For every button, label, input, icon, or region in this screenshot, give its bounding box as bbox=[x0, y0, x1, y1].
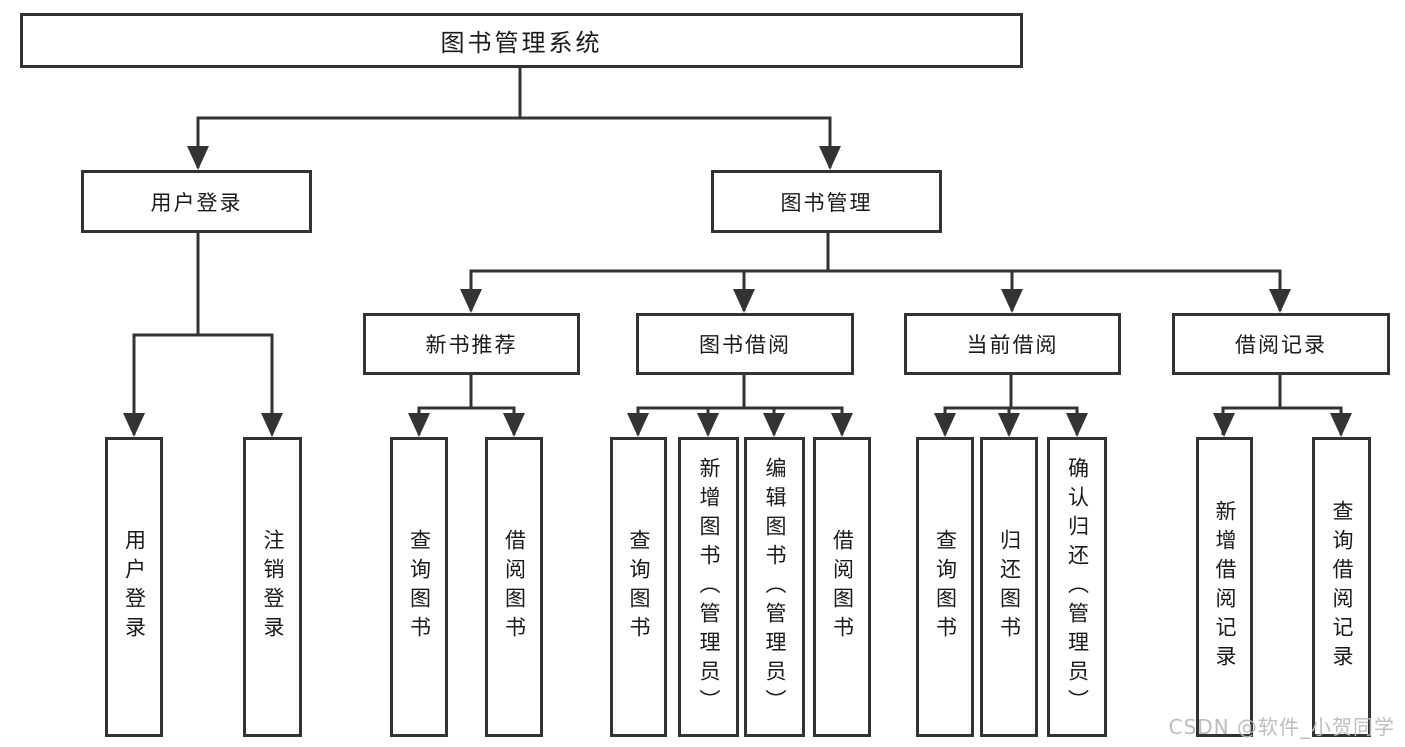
node-book-borrow: 图书借阅 bbox=[636, 313, 854, 375]
node-new-book-recommend-label: 新书推荐 bbox=[425, 333, 518, 357]
node-logout: 注销登录 bbox=[243, 437, 302, 737]
node-query-book-borrow-label: 查询图书 bbox=[627, 529, 651, 645]
tree-branch-lines bbox=[132, 68, 1343, 435]
node-user-login-leaf: 用户登录 bbox=[105, 437, 163, 737]
node-borrow-records-label: 借阅记录 bbox=[1235, 333, 1327, 357]
node-add-borrow-record-label: 新增借阅记录 bbox=[1213, 500, 1237, 674]
node-query-book-current-label: 查询图书 bbox=[933, 529, 958, 645]
node-book-management: 图书管理 bbox=[711, 170, 942, 233]
node-add-book-admin-label: 新增图书（管理员） bbox=[697, 456, 721, 718]
node-query-book-current: 查询图书 bbox=[916, 437, 974, 737]
node-borrow-book: 借阅图书 bbox=[813, 437, 871, 737]
node-book-borrow-label: 图书借阅 bbox=[699, 333, 791, 357]
node-confirm-return-admin: 确认归还（管理员） bbox=[1047, 437, 1107, 737]
node-add-book-admin: 新增图书（管理员） bbox=[678, 437, 739, 737]
node-return-book: 归还图书 bbox=[980, 437, 1038, 737]
arrow-down-icons bbox=[123, 146, 1352, 437]
node-borrow-book-label: 借阅图书 bbox=[830, 529, 855, 645]
node-root: 图书管理系统 bbox=[20, 13, 1023, 68]
node-query-borrow-record: 查询借阅记录 bbox=[1312, 437, 1371, 737]
node-borrow-records: 借阅记录 bbox=[1172, 313, 1390, 375]
node-new-book-recommend: 新书推荐 bbox=[363, 313, 580, 375]
node-edit-book-admin: 编辑图书（管理员） bbox=[744, 437, 805, 737]
node-query-book-borrow: 查询图书 bbox=[610, 437, 667, 737]
node-logout-label: 注销登录 bbox=[261, 529, 285, 645]
node-user-login: 用户登录 bbox=[81, 170, 312, 233]
node-user-login-label: 用户登录 bbox=[150, 190, 243, 215]
node-confirm-return-admin-label: 确认归还（管理员） bbox=[1065, 456, 1090, 718]
node-current-borrow-label: 当前借阅 bbox=[966, 333, 1059, 357]
node-borrow-book-recommend-label: 借阅图书 bbox=[502, 529, 527, 645]
node-query-borrow-record-label: 查询借阅记录 bbox=[1330, 500, 1354, 674]
node-query-book-recommend-label: 查询图书 bbox=[407, 529, 432, 645]
watermark: CSDN @软件_小贺同学 bbox=[1168, 715, 1395, 739]
node-edit-book-admin-label: 编辑图书（管理员） bbox=[763, 456, 787, 718]
node-add-borrow-record: 新增借阅记录 bbox=[1196, 437, 1253, 737]
node-query-book-recommend: 查询图书 bbox=[390, 437, 448, 737]
node-borrow-book-recommend: 借阅图书 bbox=[485, 437, 543, 737]
node-current-borrow: 当前借阅 bbox=[904, 313, 1121, 375]
node-return-book-label: 归还图书 bbox=[997, 529, 1022, 645]
node-book-management-label: 图书管理 bbox=[780, 190, 873, 215]
node-user-login-leaf-label: 用户登录 bbox=[122, 529, 147, 645]
node-root-label: 图书管理系统 bbox=[440, 29, 603, 57]
